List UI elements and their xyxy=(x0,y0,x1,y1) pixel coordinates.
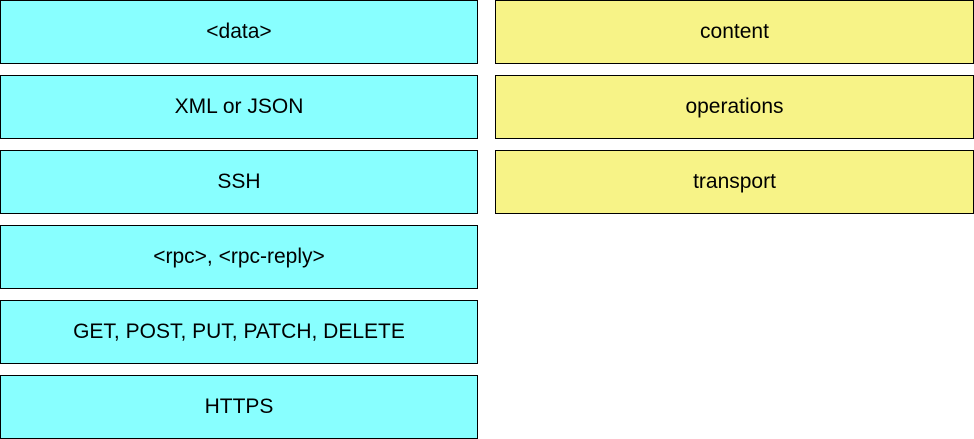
drag-item-rpc[interactable]: <rpc>, <rpc-reply> xyxy=(0,225,478,289)
drag-item-xml-or-json[interactable]: XML or JSON xyxy=(0,75,478,139)
drag-item-https[interactable]: HTTPS xyxy=(0,375,478,439)
drag-item-ssh[interactable]: SSH xyxy=(0,150,478,214)
target-transport[interactable]: transport xyxy=(495,150,974,214)
drag-item-http-methods[interactable]: GET, POST, PUT, PATCH, DELETE xyxy=(0,300,478,364)
target-operations[interactable]: operations xyxy=(495,75,974,139)
drag-item-data-tag[interactable]: <data> xyxy=(0,0,478,64)
target-content[interactable]: content xyxy=(495,0,974,64)
